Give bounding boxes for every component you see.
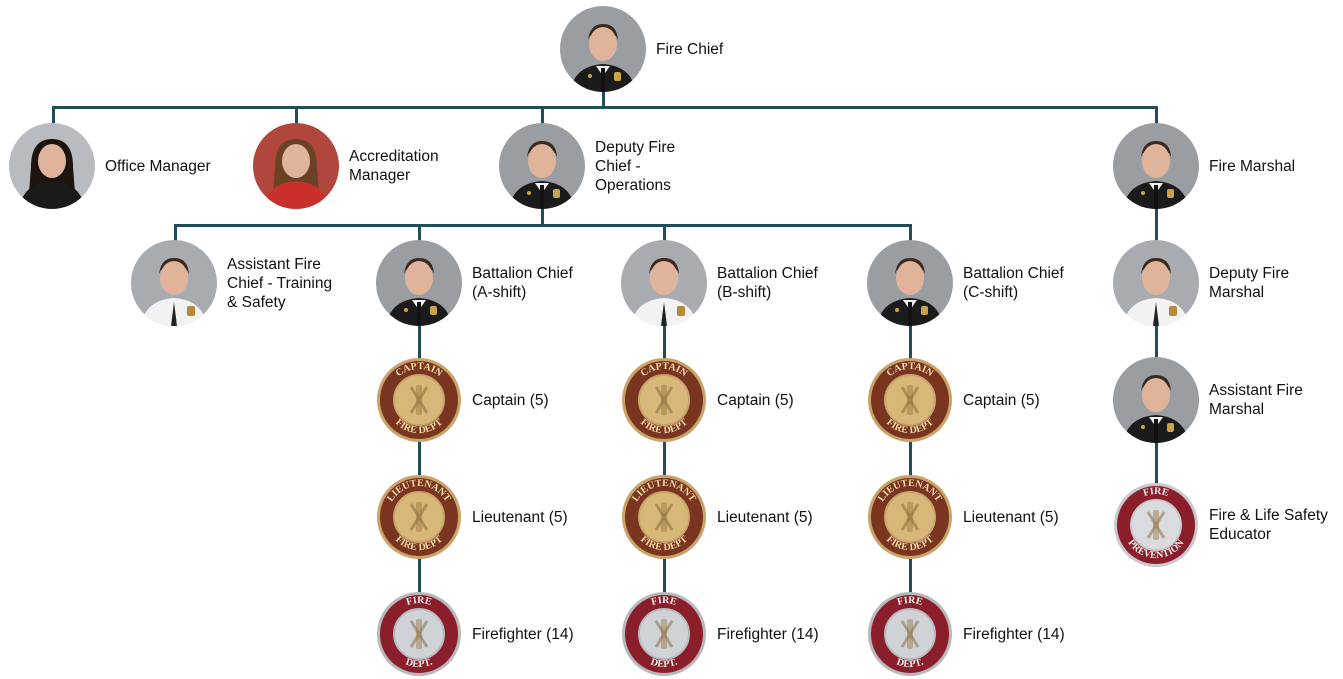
fire-marshal-photo [1113,123,1199,209]
deputy-chief-operations-photo [499,123,585,209]
battalion-chief-b-photo [621,240,707,326]
node-accreditation-manager: Accreditation Manager [253,123,439,209]
assistant-fire-marshal-label: Assistant Fire Marshal [1209,382,1303,418]
lieutenant-b-label: Lieutenant (5) [717,508,813,526]
node-deputy-fire-marshal: Deputy Fire Marshal [1113,240,1289,326]
node-deputy-chief-operations: Deputy Fire Chief - Operations [499,123,675,209]
connector-deputy-down [541,208,544,226]
svg-text:FIRE DEPT: FIRE DEPT [884,417,936,437]
assistant-chief-training-label: Assistant Fire Chief - Training & Safety [227,255,333,311]
captain-b-label: Captain (5) [717,391,794,409]
firefighter-a-label: Firefighter (14) [472,625,574,643]
node-captain-b: CAPTAIN FIRE DEPT Captain (5) [621,357,794,443]
captain-a-label: Captain (5) [472,391,549,409]
assistant-chief-training-photo [131,240,217,326]
svg-text:DEPT.: DEPT. [649,656,679,670]
connector-chief-down [602,92,605,108]
node-battalion-chief-b: Battalion Chief (B-shift) [621,240,818,326]
connector-office [52,106,55,126]
firefighter-c-label: Firefighter (14) [963,625,1065,643]
battalion-chief-c-label: Battalion Chief (C-shift) [963,265,1064,301]
accreditation-manager-photo [253,123,339,209]
node-battalion-chief-c: Battalion Chief (C-shift) [867,240,1064,326]
connector-accreditation [295,106,298,126]
connector-bc-b [663,224,666,242]
battalion-chief-a-label: Battalion Chief (A-shift) [472,265,573,301]
node-fire-chief: Fire Chief [560,6,723,92]
accreditation-manager-label: Accreditation Manager [349,148,439,184]
node-lieutenant-b: LIEUTENANT FIRE DEPT Lieutenant (5) [621,474,813,560]
battalion-chief-b-label: Battalion Chief (B-shift) [717,265,818,301]
firefighter-badge-icon: FIRE DEPT. [867,591,953,677]
connector-training [174,224,177,242]
lieutenant-badge-icon: LIEUTENANT FIRE DEPT [621,474,707,560]
deputy-chief-operations-label: Deputy Fire Chief - Operations [595,138,676,194]
lieutenant-badge-icon: LIEUTENANT FIRE DEPT [376,474,462,560]
svg-text:DEPT.: DEPT. [404,656,434,670]
node-lieutenant-a: LIEUTENANT FIRE DEPT Lieutenant (5) [376,474,568,560]
node-captain-a: CAPTAIN FIRE DEPT Captain (5) [376,357,549,443]
lieutenant-c-label: Lieutenant (5) [963,508,1059,526]
firefighter-b-label: Firefighter (14) [717,625,819,643]
deputy-fire-marshal-photo [1113,240,1199,326]
battalion-chief-a-photo [376,240,462,326]
svg-text:FIRE DEPT: FIRE DEPT [638,417,690,437]
svg-text:FIRE DEPT: FIRE DEPT [884,534,936,554]
captain-c-label: Captain (5) [963,391,1040,409]
assistant-fire-marshal-photo [1113,357,1199,443]
deputy-fire-marshal-label: Deputy Fire Marshal [1209,265,1290,301]
connector-col-a [418,320,421,600]
svg-text:FIRE DEPT: FIRE DEPT [638,534,690,554]
connector-bc-c [909,224,912,242]
node-lieutenant-c: LIEUTENANT FIRE DEPT Lieutenant (5) [867,474,1059,560]
connector-marshal [1155,106,1158,126]
node-assistant-chief-training: Assistant Fire Chief - Training & Safety [131,240,332,326]
node-firefighter-a: FIRE DEPT. Firefighter (14) [376,591,574,677]
node-fire-marshal: Fire Marshal [1113,123,1295,209]
svg-text:FIRE DEPT: FIRE DEPT [393,534,445,554]
connector-deputy [541,106,544,126]
node-educator: FIRE PREVENTION Fire & Life Safety Educa… [1113,482,1328,568]
svg-text:FIRE DEPT: FIRE DEPT [393,417,445,437]
battalion-chief-c-photo [867,240,953,326]
connector-col-b [663,320,666,600]
node-firefighter-c: FIRE DEPT. Firefighter (14) [867,591,1065,677]
firefighter-badge-icon: FIRE DEPT. [376,591,462,677]
fire-chief-label: Fire Chief [656,40,724,58]
node-firefighter-b: FIRE DEPT. Firefighter (14) [621,591,819,677]
connector-col-c [909,320,912,600]
lieutenant-badge-icon: LIEUTENANT FIRE DEPT [867,474,953,560]
captain-badge-icon: CAPTAIN FIRE DEPT [867,357,953,443]
educator-label: Fire & Life Safety Educator [1209,507,1328,543]
node-battalion-chief-a: Battalion Chief (A-shift) [376,240,573,326]
fire-chief-photo [560,6,646,92]
connector-bc-a [418,224,421,242]
node-captain-c: CAPTAIN FIRE DEPT Captain (5) [867,357,1040,443]
connector-col-marshal [1155,200,1158,490]
captain-badge-icon: CAPTAIN FIRE DEPT [376,357,462,443]
office-manager-label: Office Manager [105,157,211,175]
node-assistant-fire-marshal: Assistant Fire Marshal [1113,357,1303,443]
connector-ops-bar [174,224,912,227]
firefighter-badge-icon: FIRE DEPT. [621,591,707,677]
connector-top-bar [52,106,1158,109]
fire-marshal-label: Fire Marshal [1209,157,1296,175]
office-manager-photo [9,123,95,209]
fire-prevention-badge-icon: FIRE PREVENTION [1113,482,1199,568]
node-office-manager: Office Manager [9,123,211,209]
captain-badge-icon: CAPTAIN FIRE DEPT [621,357,707,443]
svg-text:DEPT.: DEPT. [895,656,925,670]
lieutenant-a-label: Lieutenant (5) [472,508,568,526]
